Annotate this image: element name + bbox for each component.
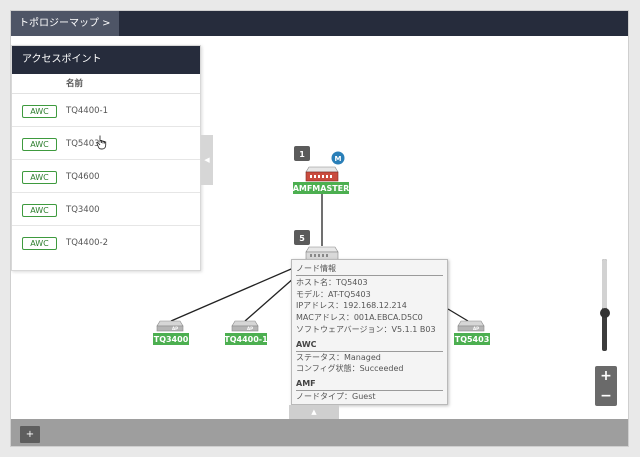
node-label-bg xyxy=(153,333,189,345)
node-label: AMFMASTER xyxy=(293,184,350,193)
tooltip-ip: IPアドレス：192.168.12.214 xyxy=(296,301,407,311)
tooltip-config: コンフィグ状態：Succeeded xyxy=(296,364,404,374)
ap-icon-text: AP xyxy=(172,326,178,331)
tooltip-host: ホスト名：TQ5403 xyxy=(296,277,368,287)
node-label: TQ5403 xyxy=(455,335,490,344)
node-count-badge xyxy=(294,230,310,245)
tooltip-node-type: ノードタイプ：Guest xyxy=(296,391,376,401)
awc-badge: AWC xyxy=(22,204,57,217)
ap-icon-text: AP xyxy=(473,326,479,331)
switch-icon xyxy=(305,246,339,261)
add-button[interactable]: + xyxy=(20,426,40,443)
hand-cursor-icon xyxy=(96,135,107,150)
awc-badge: AWC xyxy=(22,171,57,184)
node-count: 1 xyxy=(299,150,305,159)
list-item[interactable]: AWC TQ4600 xyxy=(12,160,200,193)
list-item[interactable]: AWC TQ4400-1 xyxy=(12,94,200,127)
panel-title: アクセスポイント xyxy=(12,46,200,74)
tooltip-software: ソフトウェアバージョン：V5.1.1 B03 xyxy=(296,324,436,334)
access-point-icon: AP xyxy=(156,320,184,332)
node-ap-tq5403[interactable]: AP TQ5403 xyxy=(454,320,490,345)
list-item[interactable]: AWC TQ5403 xyxy=(12,127,200,160)
node-label-bg xyxy=(454,333,490,345)
ap-name: TQ5403 xyxy=(66,139,100,149)
ap-icon-text: AP xyxy=(247,326,253,331)
list-item[interactable]: AWC TQ4400-2 xyxy=(12,226,200,259)
topology-window: 1 M AMFMASTER 5 xyxy=(10,10,629,447)
access-point-icon: AP xyxy=(231,320,259,332)
awc-badge: AWC xyxy=(22,237,57,250)
tooltip-mac: MACアドレス：001A.EBCA.D5C0 xyxy=(296,313,423,323)
node-count: 5 xyxy=(299,234,305,243)
link-switch-tq3400 xyxy=(170,262,306,322)
zoom-controls: + − xyxy=(595,366,617,406)
access-point-icon: AP xyxy=(457,320,485,332)
ap-name: TQ3400 xyxy=(66,205,100,215)
panel-collapse-button[interactable]: ◀ xyxy=(201,135,213,185)
zoom-slider-track xyxy=(602,259,607,309)
tooltip-section-awc: AWC xyxy=(296,339,443,352)
zoom-out-button[interactable]: − xyxy=(600,388,612,404)
topology-canvas: 1 M AMFMASTER 5 xyxy=(153,146,490,345)
node-info-tooltip: ノード情報 ホスト名：TQ5403 モデル：AT-TQ5403 IPアドレス：1… xyxy=(291,259,448,405)
node-label-bg xyxy=(293,182,349,194)
zoom-slider-handle[interactable] xyxy=(600,308,610,318)
list-item[interactable]: AWC TQ3400 xyxy=(12,193,200,226)
node-label-bg xyxy=(225,333,267,345)
column-header-name[interactable]: 名前 xyxy=(12,74,200,94)
tooltip-model: モデル：AT-TQ5403 xyxy=(296,289,371,299)
node-label: TQ3400 xyxy=(154,335,189,344)
ap-name: TQ4400-1 xyxy=(66,106,108,116)
node-amfmaster[interactable]: 1 M AMFMASTER xyxy=(293,146,350,194)
master-badge-icon xyxy=(331,151,345,165)
awc-badge: AWC xyxy=(22,138,57,151)
tooltip-expand-button[interactable]: ▲ xyxy=(289,405,339,419)
breadcrumb[interactable]: トポロジーマップ > xyxy=(11,11,119,36)
bottom-toolbar: + xyxy=(11,419,628,446)
ap-name: TQ4600 xyxy=(66,172,100,182)
node-ap-tq3400[interactable]: AP TQ3400 xyxy=(153,320,189,345)
node-count-badge xyxy=(294,146,310,161)
zoom-in-button[interactable]: + xyxy=(600,368,612,384)
switch-icon xyxy=(305,166,339,182)
node-label: TQ4400-1 xyxy=(224,335,268,344)
access-point-panel: アクセスポイント 名前 AWC TQ4400-1 AWC TQ5403 AWC … xyxy=(11,45,201,271)
master-badge-text: M xyxy=(335,155,342,163)
node-ap-tq4400-1[interactable]: AP TQ4400-1 xyxy=(224,320,268,345)
tooltip-status: ステータス：Managed xyxy=(296,352,381,362)
ap-name: TQ4400-2 xyxy=(66,238,108,248)
tooltip-section-amf: AMF xyxy=(296,378,443,391)
awc-badge: AWC xyxy=(22,105,57,118)
tooltip-heading: ノード情報 xyxy=(296,263,443,276)
link-switch-tq5403 xyxy=(447,308,469,322)
title-bar: トポロジーマップ > xyxy=(11,11,628,36)
